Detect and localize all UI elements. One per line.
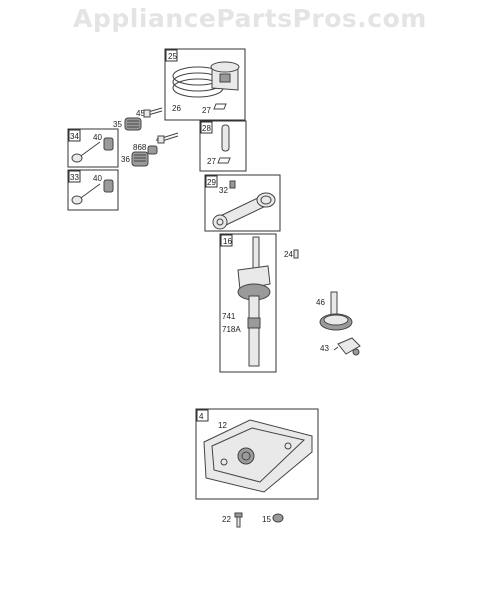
rod-bolt-label: 32 — [219, 186, 228, 195]
plug-15-label: 15 — [262, 515, 271, 524]
retainer-box — [199, 120, 247, 172]
valve-bottom-box-label: 33 — [70, 173, 79, 182]
retainer-clip-icon — [217, 157, 231, 164]
drain-plug-icon — [272, 513, 284, 523]
piston-box-tag — [165, 49, 178, 62]
sump-box — [195, 408, 319, 500]
group-retainer: 28 27 — [199, 120, 247, 172]
part-868-label: 868 — [133, 143, 147, 152]
valve-bottom-40-label: 40 — [93, 174, 102, 183]
spring-icon — [124, 117, 142, 131]
crankshaft-718a-label: 718A — [222, 325, 241, 334]
connecting-rod-box — [204, 174, 281, 232]
group-valve-bottom: 33 40 — [67, 169, 119, 211]
valve-bottom-tag — [68, 170, 81, 183]
bolt-22-label: 22 — [222, 515, 231, 524]
sump-12-label: 12 — [218, 421, 227, 430]
connecting-rod-icon — [212, 192, 276, 230]
keeper-icon — [147, 145, 158, 155]
piston-group-box — [164, 48, 246, 121]
valve-icon — [71, 137, 114, 163]
connecting-rod-box-label: 29 — [207, 178, 216, 187]
pin-24-label: 24 — [284, 250, 293, 259]
group-connecting-rod: 29 32 — [204, 174, 281, 232]
sump-box-label: 4 — [199, 412, 204, 421]
valve-top-box-label: 34 — [70, 132, 79, 141]
crankshaft-tag — [220, 234, 233, 247]
valve-top-box — [67, 128, 119, 168]
valve-bottom-box — [67, 169, 119, 211]
crankshaft-741-label: 741 — [222, 312, 236, 321]
sump-tag — [196, 409, 209, 422]
group-piston: 25 26 27 — [164, 48, 246, 121]
governor-43-label: 43 — [320, 344, 329, 353]
group-sump: 4 12 — [195, 408, 319, 500]
rod-bolt-icon — [229, 180, 236, 189]
valve-stem-icon — [143, 107, 163, 118]
valve-icon-2 — [71, 179, 114, 205]
spring-icon-2 — [131, 151, 149, 167]
group-mid-springs: 868 45 36 — [121, 132, 179, 167]
wrist-pin-icon — [221, 124, 230, 152]
sump-cover-icon — [203, 419, 313, 493]
retainer-box-label: 28 — [202, 124, 211, 133]
connecting-rod-tag — [205, 175, 218, 188]
piston-icon — [172, 61, 240, 98]
group-valve-springs: 45 35 — [113, 107, 163, 131]
piston-clip-icon — [213, 103, 227, 110]
spring-35-label: 35 — [113, 120, 122, 129]
site-watermark: AppliancePartsPros.com — [73, 4, 427, 33]
retainer-tag — [200, 121, 213, 134]
piston-box-label: 25 — [168, 52, 177, 61]
group-crankshaft: 16 741 718A — [219, 233, 277, 373]
part-36-label: 36 — [121, 155, 130, 164]
piston-ring-label: 26 — [172, 104, 181, 113]
crankshaft-icon — [237, 236, 271, 367]
gear-46-label: 46 — [316, 298, 325, 307]
retainer-27-label: 27 — [207, 157, 216, 166]
valve-stem-icon-2 — [157, 132, 179, 144]
bolt-icon — [234, 512, 243, 528]
pin-24-icon — [293, 249, 299, 259]
group-valve-top: 34 40 — [67, 128, 119, 168]
valve-top-40-label: 40 — [93, 133, 102, 142]
valve-top-tag — [68, 129, 81, 142]
governor-gear-icon — [319, 291, 353, 331]
spring-45-top-label: 45 — [136, 109, 145, 118]
piston-clip-label: 27 — [202, 106, 211, 115]
governor-arm-icon — [333, 337, 361, 356]
crankshaft-box-label: 16 — [223, 237, 232, 246]
crankshaft-box — [219, 233, 277, 373]
